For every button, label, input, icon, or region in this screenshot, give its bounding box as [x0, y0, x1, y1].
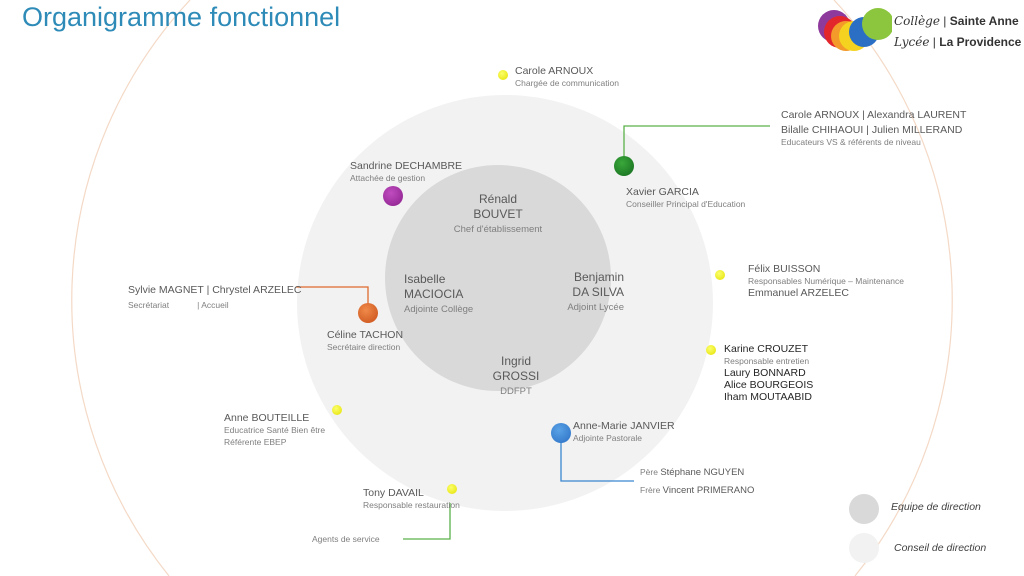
connector-janvier — [560, 433, 634, 482]
core-chef: Rénald BOUVET Chef d'établissement — [453, 192, 543, 235]
legend-conseil: Conseil de direction — [894, 542, 987, 554]
legend-direction-swatch — [849, 494, 879, 524]
person-bouteille: Anne BOUTEILLE Educatrice Santé Bien êtr… — [224, 412, 326, 447]
person-crouzet: Karine CROUZET Responsable entretien Lau… — [724, 343, 814, 403]
yellow-dot-icon — [706, 345, 716, 355]
group-educateurs: Carole ARNOUX | Alexandra LAURENT Bilall… — [781, 109, 967, 147]
person-buisson: Félix BUISSON Responsables Numérique – M… — [748, 263, 904, 299]
person-arnoux: Carole ARNOUX Chargée de communication — [515, 65, 619, 88]
orange-dot-icon — [358, 303, 378, 323]
connector-davail — [403, 503, 451, 540]
blue-dot-icon — [551, 423, 571, 443]
legend-conseil-swatch — [849, 533, 879, 563]
person-tachon: Céline TACHON Secrétaire direction — [327, 329, 404, 352]
group-pastorale: Père Stéphane NGUYEN Frère Vincent PRIME… — [640, 467, 755, 496]
direction-circle — [385, 165, 611, 391]
green-dot-icon — [614, 156, 634, 176]
person-garcia: Xavier GARCIA Conseiller Principal d'Edu… — [626, 186, 746, 209]
agents-de-service: Agents de service — [312, 534, 380, 544]
logo-circles-icon — [818, 8, 892, 51]
connector-garcia — [623, 125, 770, 166]
core-adjoint-lycee: Benjamin DA SILVA Adjoint Lycée — [567, 270, 624, 313]
legend-direction: Equipe de direction — [891, 501, 981, 513]
person-dechambre: Sandrine DECHAMBRE Attachée de gestion — [350, 160, 463, 183]
core-adjointe-college: Isabelle MACIOCIA Adjointe Collège — [404, 272, 474, 315]
outer-arc-left — [71, 0, 191, 576]
person-davail: Tony DAVAIL Responsable restauration — [363, 487, 460, 510]
yellow-dot-icon — [447, 484, 457, 494]
person-janvier: Anne-Marie JANVIER Adjointe Pastorale — [573, 420, 675, 443]
yellow-dot-icon — [498, 70, 508, 80]
core-ddfpt: Ingrid GROSSI DDFPT — [492, 354, 540, 397]
yellow-dot-icon — [715, 270, 725, 280]
yellow-dot-icon — [332, 405, 342, 415]
group-secretariat: Sylvie MAGNET | Chrystel ARZELEC Secréta… — [128, 284, 302, 310]
school-logo: Collège | Sainte Anne Lycée | La Provide… — [812, 4, 1022, 60]
outer-arc-right — [833, 0, 953, 576]
page-title: Organigramme fonctionnel — [22, 2, 341, 32]
purple-dot-icon — [383, 186, 403, 206]
